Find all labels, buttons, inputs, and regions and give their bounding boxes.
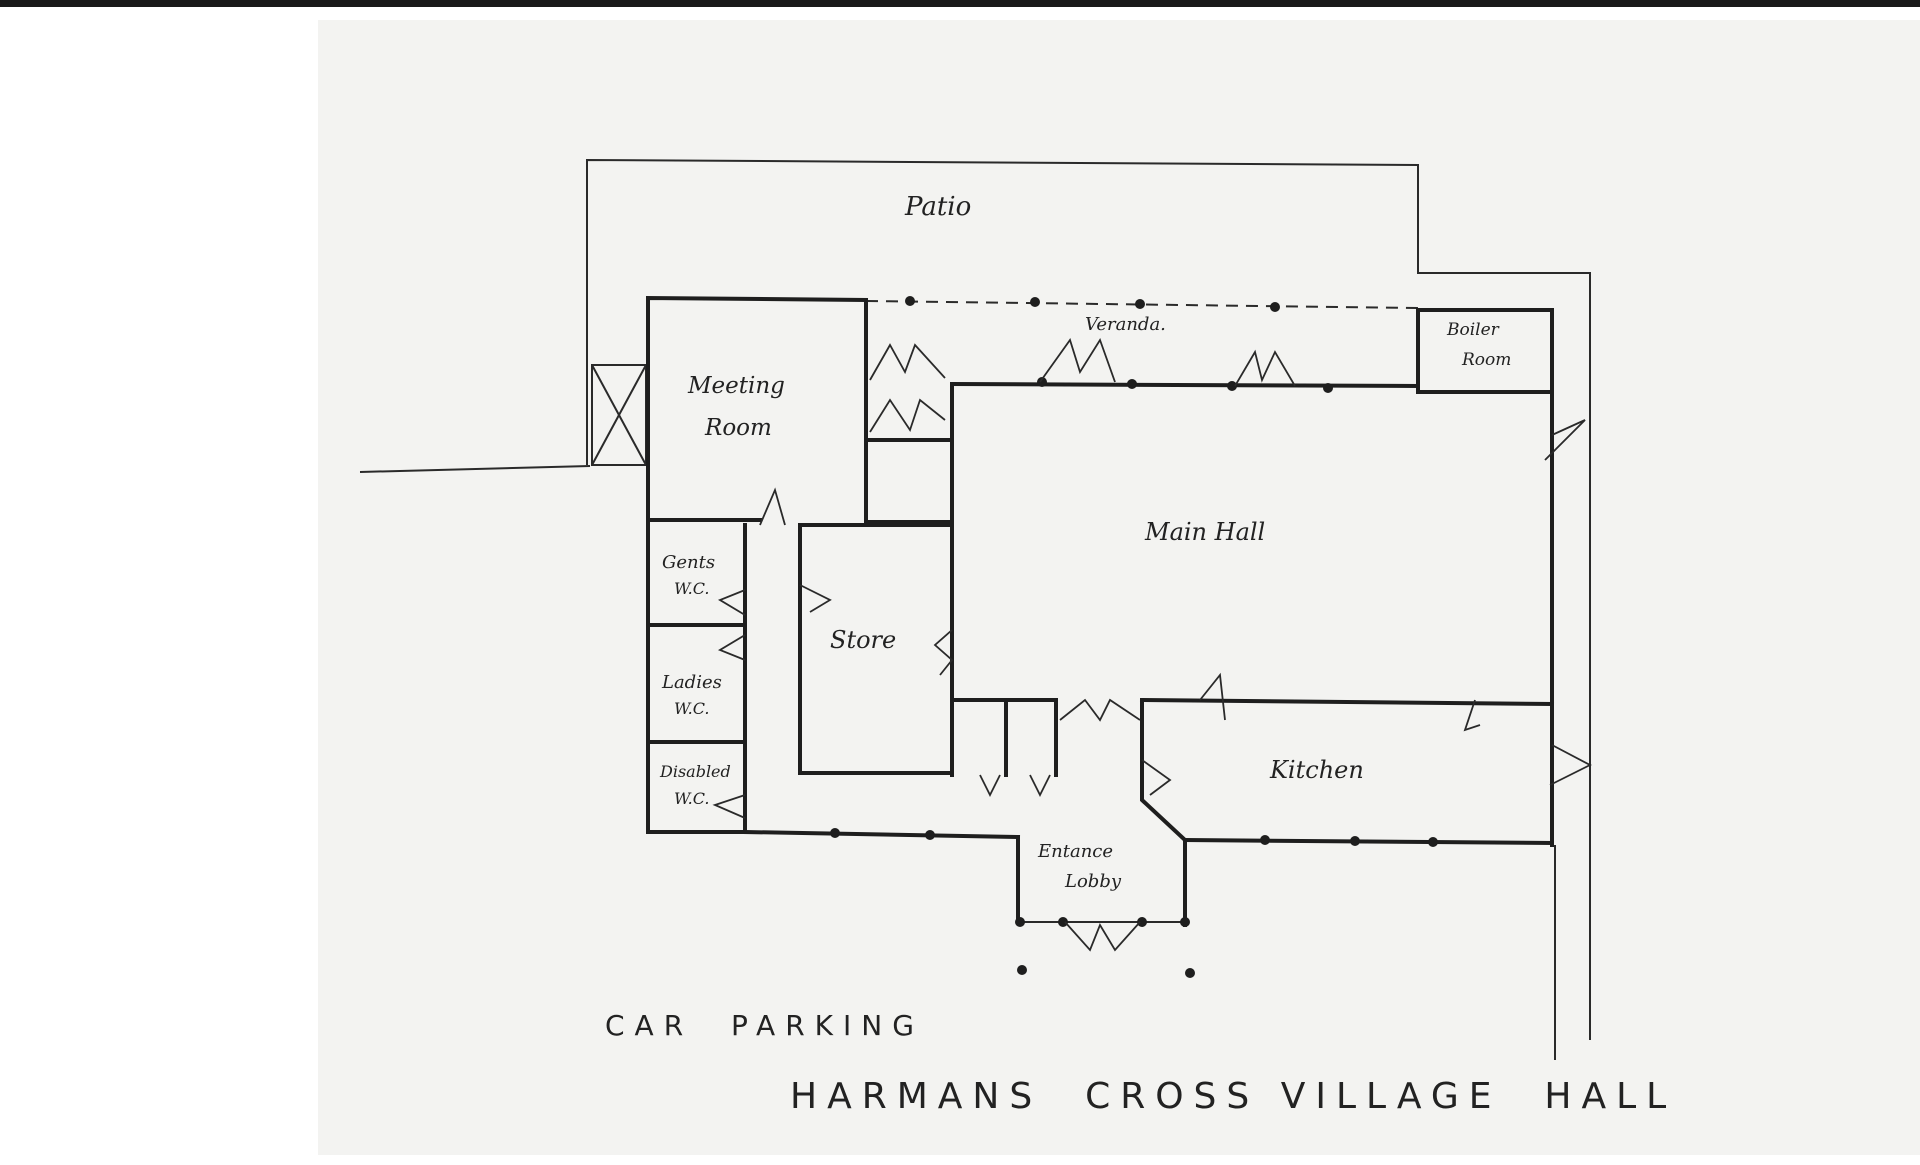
scan-top-edge — [0, 0, 1920, 7]
kitchen-label: Kitchen — [1269, 756, 1364, 784]
paper-sheet — [318, 20, 1920, 1155]
gents-wc-label-line2: W.C. — [674, 579, 710, 598]
entrance-lobby-label-line1: Entance — [1037, 841, 1113, 862]
wall-posts — [830, 377, 1438, 978]
entrance-lobby-label-line2: Lobby — [1064, 871, 1122, 892]
meeting-room-label-line2: Room — [704, 415, 772, 441]
disabled-wc-label-line1: Disabled — [659, 762, 731, 781]
ladies-wc-label-line1: Ladies — [661, 672, 722, 693]
gate-cross-box — [591, 364, 647, 466]
ladies-wc-label-line2: W.C. — [674, 699, 710, 718]
left-boundary-line — [359, 465, 591, 473]
disabled-wc-label-line2: W.C. — [674, 789, 710, 808]
door-swings — [712, 337, 1592, 952]
patio-outline — [586, 158, 1591, 1040]
veranda-label: Veranda. — [1085, 314, 1166, 335]
patio-label: Patio — [904, 192, 971, 222]
veranda-line — [865, 300, 1419, 309]
meeting-room-label-line1: Meeting — [687, 373, 785, 399]
gents-wc-label-line1: Gents — [662, 552, 715, 573]
car-parking-label: CAR PARKING — [605, 1009, 924, 1042]
boiler-room-label-line1: Boiler — [1446, 320, 1500, 340]
boiler-room-label-line2: Room — [1461, 350, 1511, 370]
plan-title: HARMANS CROSS VILLAGE HALL — [790, 1076, 1676, 1117]
store-label: Store — [830, 626, 896, 654]
main-hall-label: Main Hall — [1144, 518, 1265, 546]
veranda-posts — [905, 296, 1280, 312]
building-walls — [646, 295, 1556, 1060]
